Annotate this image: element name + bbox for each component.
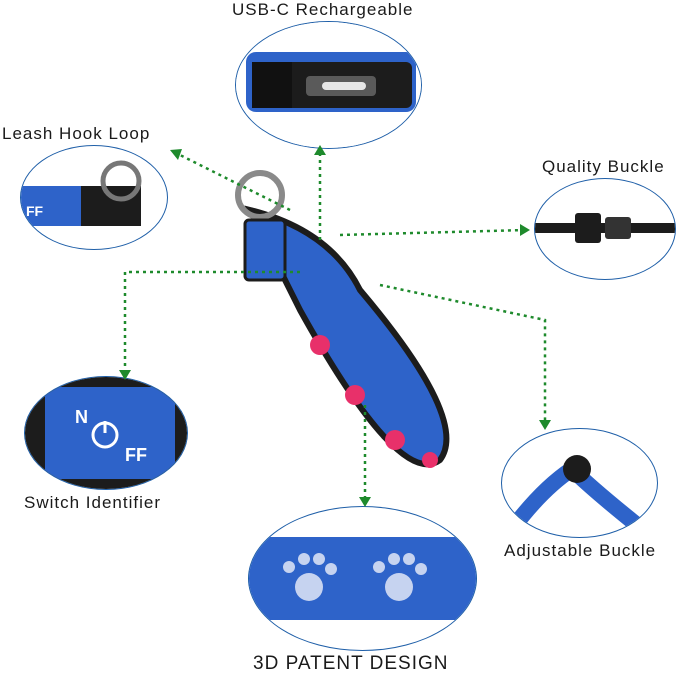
leash-hook-bubble: FF — [20, 145, 168, 250]
patent-design-image — [249, 537, 476, 620]
3d-patent-design-label: 3D PATENT DESIGN — [253, 653, 449, 674]
svg-text:FF: FF — [26, 203, 44, 219]
usb-c-port-image — [236, 22, 421, 148]
usb-c-port-bubble — [235, 21, 422, 149]
adjustable-buckle-image — [505, 455, 647, 536]
switch-identifier-bubble: N FF — [24, 376, 188, 490]
d-ring — [235, 170, 285, 220]
connector-arrows — [123, 150, 547, 497]
switch-tag-n: N — [75, 407, 88, 427]
switch-identifier-label: Switch Identifier — [24, 493, 161, 512]
arrow-heads — [119, 145, 551, 507]
paw-prints — [310, 335, 438, 468]
quality-buckle-bubble — [534, 178, 676, 280]
switch-tag-ff: FF — [125, 445, 147, 465]
leash-hook-loop-label: Leash Hook Loop — [2, 124, 151, 143]
collar-image — [244, 205, 450, 468]
collar-tag — [243, 218, 287, 282]
switch-identifier-image — [25, 377, 187, 489]
patent-design-bubble — [248, 506, 477, 651]
quality-buckle-label: Quality Buckle — [542, 157, 665, 176]
adjustable-buckle-label: Adjustable Buckle — [504, 541, 657, 560]
adjustable-buckle-bubble — [501, 428, 658, 538]
quality-buckle-image — [535, 213, 675, 243]
usb-c-rechargeable-label: USB-C Rechargeable — [232, 0, 414, 19]
leash-hook-image: FF — [21, 160, 142, 226]
